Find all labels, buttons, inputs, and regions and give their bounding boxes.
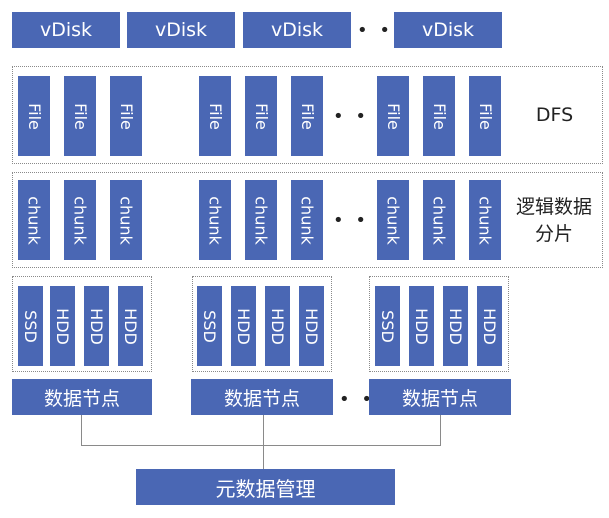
hdd-tile: HDD	[118, 286, 143, 366]
file-tile: File	[245, 76, 277, 156]
file-tile: File	[377, 76, 409, 156]
file-label: File	[429, 102, 449, 130]
file-tile: File	[110, 76, 142, 156]
chunk-label: chunk	[116, 195, 136, 245]
hdd-tile: HDD	[409, 286, 434, 366]
logical-shard-label-line1: 逻辑数据	[515, 196, 592, 218]
chunk-tile: chunk	[377, 180, 409, 260]
chunk-label: chunk	[24, 195, 44, 245]
file-tile: File	[291, 76, 323, 156]
chunk-tile: chunk	[245, 180, 277, 260]
hdd-tile: HDD	[84, 286, 109, 366]
vdisk-box: vDisk	[127, 12, 235, 48]
connector-bus-line	[81, 445, 441, 446]
storage-node-frame	[369, 276, 509, 372]
hdd-tile: HDD	[477, 286, 502, 366]
chunk-tile: chunk	[110, 180, 142, 260]
disk-label: HDD	[234, 307, 254, 345]
chunk-tile: chunk	[423, 180, 455, 260]
chunk-tile: chunk	[199, 180, 231, 260]
connector-line	[81, 415, 82, 446]
file-label: File	[383, 102, 403, 130]
disk-label: SSD	[21, 309, 41, 343]
chunk-label: chunk	[70, 195, 90, 245]
ssd-tile: SSD	[375, 286, 400, 366]
disk-label: HDD	[302, 307, 322, 345]
file-label: File	[116, 102, 136, 130]
storage-node-frame	[12, 276, 152, 372]
ssd-tile: SSD	[197, 286, 222, 366]
disk-label: HDD	[480, 307, 500, 345]
chunk-tile: chunk	[64, 180, 96, 260]
connector-line	[263, 415, 264, 469]
disk-label: HDD	[87, 307, 107, 345]
hdd-tile: HDD	[443, 286, 468, 366]
dfs-label: DFS	[535, 104, 574, 126]
chunk-label: chunk	[297, 195, 317, 245]
vdisk-box: vDisk	[394, 12, 502, 48]
data-node-box: 数据节点	[12, 379, 152, 415]
hdd-tile: HDD	[50, 286, 75, 366]
logical-shard-label: 逻辑数据 分片	[508, 194, 600, 248]
file-tile: File	[199, 76, 231, 156]
chunk-label: chunk	[383, 195, 403, 245]
chunk-tile: chunk	[469, 180, 501, 260]
chunk-label: chunk	[251, 195, 271, 245]
vdisk-box: vDisk	[243, 12, 351, 48]
disk-label: SSD	[378, 309, 398, 343]
file-label: File	[24, 102, 44, 130]
file-tile: File	[18, 76, 50, 156]
data-node-box: 数据节点	[191, 379, 333, 415]
file-ellipsis: • • •	[333, 106, 392, 127]
disk-label: HDD	[268, 307, 288, 345]
logical-shard-label-line2: 分片	[534, 223, 573, 245]
hdd-tile: HDD	[231, 286, 256, 366]
metadata-management-box: 元数据管理	[136, 469, 395, 505]
disk-label: HDD	[446, 307, 466, 345]
data-node-box: 数据节点	[369, 379, 511, 415]
vdisk-box: vDisk	[12, 12, 120, 48]
chunk-tile: chunk	[291, 180, 323, 260]
ssd-tile: SSD	[18, 286, 43, 366]
hdd-tile: HDD	[299, 286, 324, 366]
disk-label: HDD	[412, 307, 432, 345]
chunk-tile: chunk	[18, 180, 50, 260]
dfs-layer-frame	[12, 66, 603, 164]
chunk-label: chunk	[205, 195, 225, 245]
disk-label: HDD	[121, 307, 141, 345]
file-label: File	[297, 102, 317, 130]
disk-label: SSD	[200, 309, 220, 343]
file-label: File	[70, 102, 90, 130]
file-tile: File	[423, 76, 455, 156]
chunk-layer-frame	[12, 172, 603, 268]
chunk-label: chunk	[429, 195, 449, 245]
file-tile: File	[64, 76, 96, 156]
file-label: File	[205, 102, 225, 130]
file-label: File	[475, 102, 495, 130]
hdd-tile: HDD	[265, 286, 290, 366]
file-tile: File	[469, 76, 501, 156]
disk-label: HDD	[53, 307, 73, 345]
storage-node-frame	[192, 276, 332, 372]
chunk-label: chunk	[475, 195, 495, 245]
connector-line	[440, 415, 441, 446]
file-label: File	[251, 102, 271, 130]
chunk-ellipsis: • • •	[333, 210, 392, 231]
